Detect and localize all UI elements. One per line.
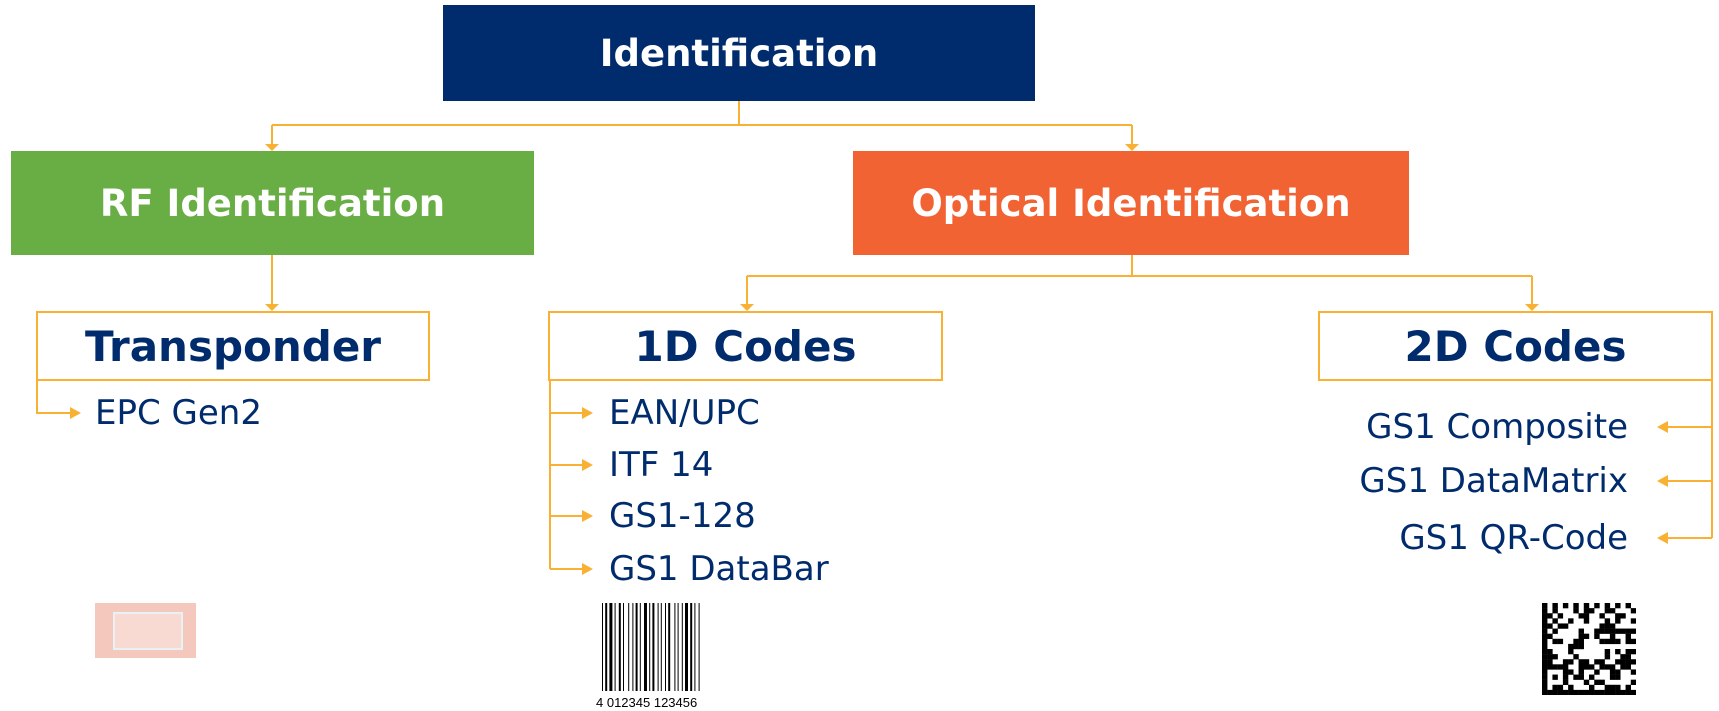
node-identification: Identification [443,5,1035,101]
barcode-bars [602,603,700,691]
connector-2d-items [1668,381,1713,539]
node-optical-identification: Optical Identification [853,151,1409,255]
node-1d-codes: 1D Codes [548,311,943,381]
arrowhead-transponder [265,304,279,311]
arrowhead-2d [1525,304,1539,311]
datamatrix-code-image [1542,603,1637,696]
arrowhead-ean [582,407,593,419]
1d-item-gs1-128: GS1-128 [609,496,756,536]
arrowhead-rf [265,144,279,151]
arrowhead-gs1128 [582,510,593,522]
arrowhead-1d [740,304,754,311]
connector-transponder-items [36,381,70,414]
arrowhead-itf [582,459,593,471]
barcode-digits: 4 012345 123456 [596,695,698,710]
arrowhead-datamatrix [1657,475,1668,487]
arrowhead-epc [70,407,81,419]
node-2d-codes: 2D Codes [1318,311,1713,381]
node-transponder: Transponder [36,311,430,381]
node-rf-identification: RF Identification [11,151,534,255]
rfid-antenna-area [113,612,183,650]
connector-optical [746,255,1533,304]
2d-item-gs1-composite: GS1 Composite [1366,407,1628,447]
arrowhead-optical [1125,144,1139,151]
ean-barcode-image: 4 012345 123456 [596,603,736,711]
connector-1d-items [549,381,582,570]
arrowhead-qrcode [1657,532,1668,544]
2d-item-gs1-datamatrix: GS1 DataMatrix [1359,461,1628,501]
2d-item-gs1-qr-code: GS1 QR-Code [1399,518,1628,558]
datamatrix-modules [1542,603,1637,696]
1d-item-gs1-databar: GS1 DataBar [609,549,829,589]
1d-item-itf-14: ITF 14 [609,445,714,485]
arrowhead-databar [582,563,593,575]
connector-root [271,101,1133,144]
1d-item-ean-upc: EAN/UPC [609,393,760,433]
arrowhead-composite [1657,421,1668,433]
rfid-tag-image [95,603,196,658]
transponder-item-epc-gen2: EPC Gen2 [95,393,262,433]
